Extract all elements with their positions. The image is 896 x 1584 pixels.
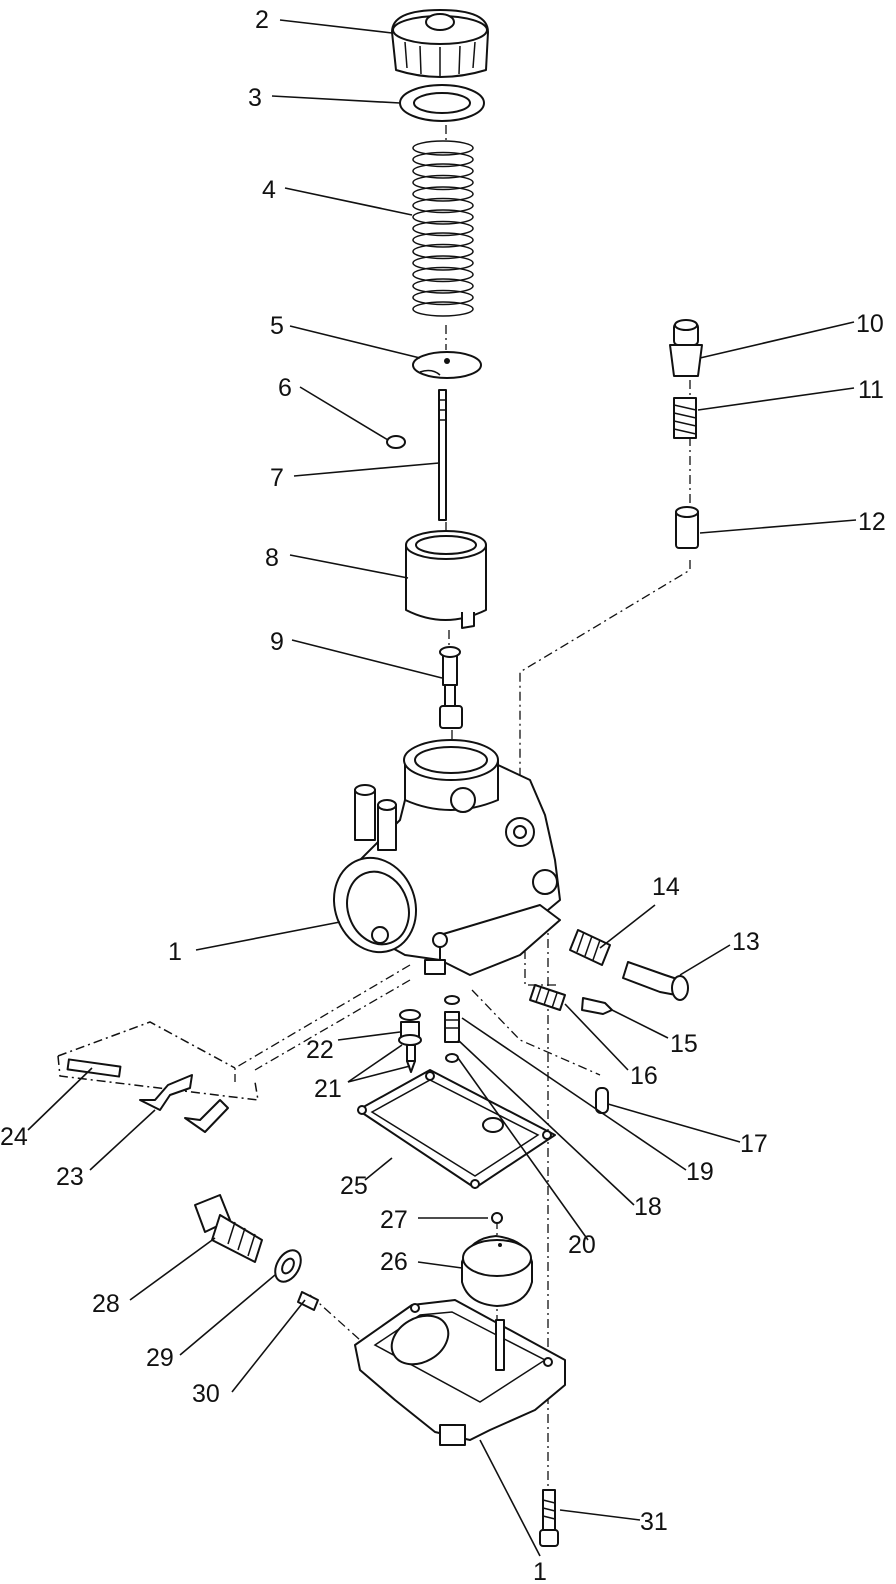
part-15-pilot-screw xyxy=(581,997,613,1015)
part-30-screw xyxy=(297,1291,319,1311)
callout-21: 21 xyxy=(314,1075,342,1103)
spring-coil xyxy=(412,186,474,202)
callout-16: 16 xyxy=(630,1062,658,1090)
spring-coil xyxy=(412,163,474,179)
part-3-washer xyxy=(399,84,485,122)
leader-lines xyxy=(27,19,857,1557)
callout-13: 13 xyxy=(732,928,760,956)
callout-28: 28 xyxy=(92,1290,120,1318)
part-29-washer xyxy=(274,1249,302,1283)
callout-29: 29 xyxy=(146,1344,174,1372)
spring-coil xyxy=(412,174,474,191)
callout-22: 22 xyxy=(306,1036,334,1064)
callout-1-bowl: 1 xyxy=(533,1558,547,1584)
callout-3: 3 xyxy=(248,84,262,112)
callout-11: 11 xyxy=(858,376,884,404)
callout-23: 23 xyxy=(56,1163,84,1191)
callout-10: 10 xyxy=(856,310,884,338)
part-6-clip xyxy=(386,435,406,449)
spring-coil xyxy=(412,151,474,168)
part-27-ball xyxy=(491,1212,503,1224)
spring-coil xyxy=(412,140,474,156)
part-22-nut xyxy=(398,1009,422,1046)
callout-19: 19 xyxy=(686,1158,714,1186)
spring-coil xyxy=(412,209,474,225)
part-1-carburetor-body xyxy=(332,739,561,976)
callout-24: 24 xyxy=(0,1123,28,1151)
callout-20: 20 xyxy=(568,1231,596,1259)
parts-18-20-jets xyxy=(444,995,460,1063)
part-4-spring xyxy=(412,140,474,317)
spring-coil xyxy=(412,301,474,317)
part-23-bracket xyxy=(139,1074,229,1133)
part-7-needle xyxy=(438,389,447,521)
spring-coil xyxy=(412,289,474,306)
spring-coil xyxy=(412,255,474,271)
callout-7: 7 xyxy=(270,464,284,492)
float-bowl xyxy=(354,1299,566,1446)
spring-coil xyxy=(412,232,474,248)
part-13-screw xyxy=(622,961,689,1001)
part-2-cap xyxy=(391,9,489,78)
part-25-gasket xyxy=(357,1069,556,1189)
callout-6: 6 xyxy=(278,374,292,402)
callout-4: 4 xyxy=(262,176,276,204)
callout-25: 25 xyxy=(340,1172,368,1200)
spring-coil xyxy=(412,266,474,283)
part-26-float xyxy=(461,1235,533,1307)
spring-coil xyxy=(412,243,474,260)
spring-coil xyxy=(412,220,474,237)
spring-coil xyxy=(412,278,474,294)
callout-8: 8 xyxy=(265,544,279,572)
part-24-plate xyxy=(57,1021,259,1101)
callout-5: 5 xyxy=(270,312,284,340)
part-31-bolt xyxy=(539,1489,559,1547)
callout-1-body: 1 xyxy=(168,938,182,966)
part-8-slide xyxy=(405,530,487,629)
callout-26: 26 xyxy=(380,1248,408,1276)
parts-10-12-adjuster xyxy=(669,319,703,549)
spring-coil xyxy=(412,197,474,214)
callout-30: 30 xyxy=(192,1380,220,1408)
callout-2: 2 xyxy=(255,6,269,34)
callout-15: 15 xyxy=(670,1030,698,1058)
callout-17: 17 xyxy=(740,1130,768,1158)
callout-27: 27 xyxy=(380,1206,408,1234)
callout-18: 18 xyxy=(634,1193,662,1221)
part-9-jet-holder xyxy=(439,646,463,729)
center-axis-lines xyxy=(234,125,691,1540)
part-5-plate xyxy=(412,351,482,379)
part-28-drain-bolt xyxy=(194,1194,263,1263)
part-14-spring xyxy=(569,929,611,966)
callout-12: 12 xyxy=(858,508,886,536)
callout-14: 14 xyxy=(652,873,680,901)
part-16-spring xyxy=(529,984,566,1011)
callout-9: 9 xyxy=(270,628,284,656)
part-21-needle-jet xyxy=(406,1044,416,1073)
callout-labels: 1 2 3 4 5 6 7 8 9 10 11 12 13 14 15 16 1… xyxy=(0,6,886,1584)
callout-31: 31 xyxy=(640,1508,668,1536)
